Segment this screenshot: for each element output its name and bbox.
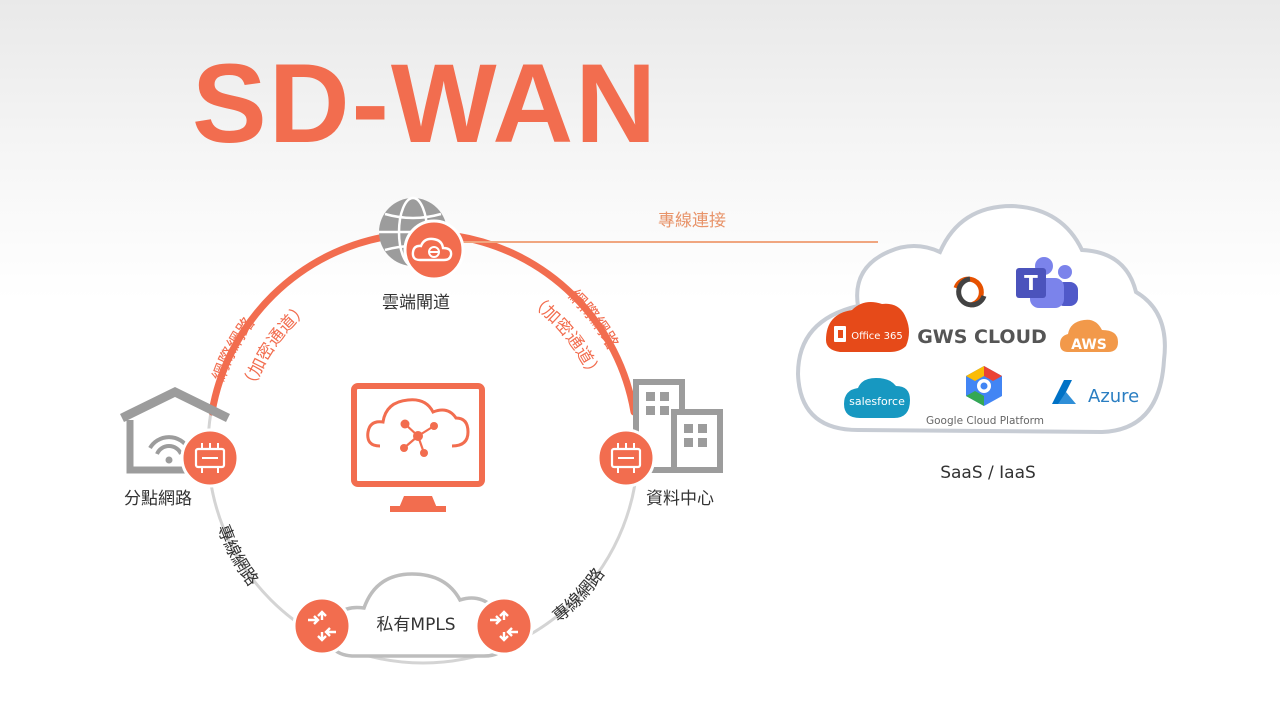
saas-cloud-shape (795, 203, 1167, 435)
page-title: SD-WAN (192, 41, 659, 166)
aws-logo: AWS (1060, 319, 1118, 353)
internet-arc-right (452, 232, 638, 416)
mpls-label: 私有MPLS (376, 615, 455, 635)
leased-label-right: 專線網路 (549, 565, 609, 627)
cloud-monitor-icon (351, 383, 485, 512)
teams-logo: T (1016, 257, 1078, 308)
router-right-icon (474, 596, 534, 656)
encrypted-label-left: （加密通道） (239, 299, 314, 395)
gcp-logo-text: Google Cloud Platform (926, 415, 1044, 427)
datacenter-sdwan-device-icon (596, 428, 656, 488)
branch-sdwan-device-icon (180, 428, 240, 488)
gws-logo-text: GWS CLOUD (917, 326, 1047, 348)
gateway-label: 雲端閘道 (382, 293, 450, 313)
gcp-logo-icon (966, 366, 1002, 406)
datacenter-label: 資料中心 (646, 489, 714, 509)
internet-arc-left (208, 232, 394, 416)
saas-label: SaaS / IaaS (940, 463, 1036, 483)
svg-text:T: T (1024, 271, 1038, 295)
branch-label: 分點網路 (124, 489, 192, 509)
svg-text:AWS: AWS (1071, 337, 1107, 353)
gws-logo-icon (953, 276, 987, 308)
cloud-gateway-icon (403, 219, 465, 281)
azure-logo-icon (1052, 380, 1076, 404)
svg-text:Office 365: Office 365 (851, 331, 902, 342)
router-left-icon (292, 596, 352, 656)
dedicated-link-label: 專線連接 (658, 211, 726, 231)
office365-logo: Office 365 (826, 302, 909, 352)
svg-text:salesforce: salesforce (849, 395, 905, 408)
azure-logo-text: Azure (1088, 386, 1139, 407)
salesforce-logo: salesforce (844, 378, 910, 418)
leased-label-left: 專線網路 (213, 522, 262, 590)
